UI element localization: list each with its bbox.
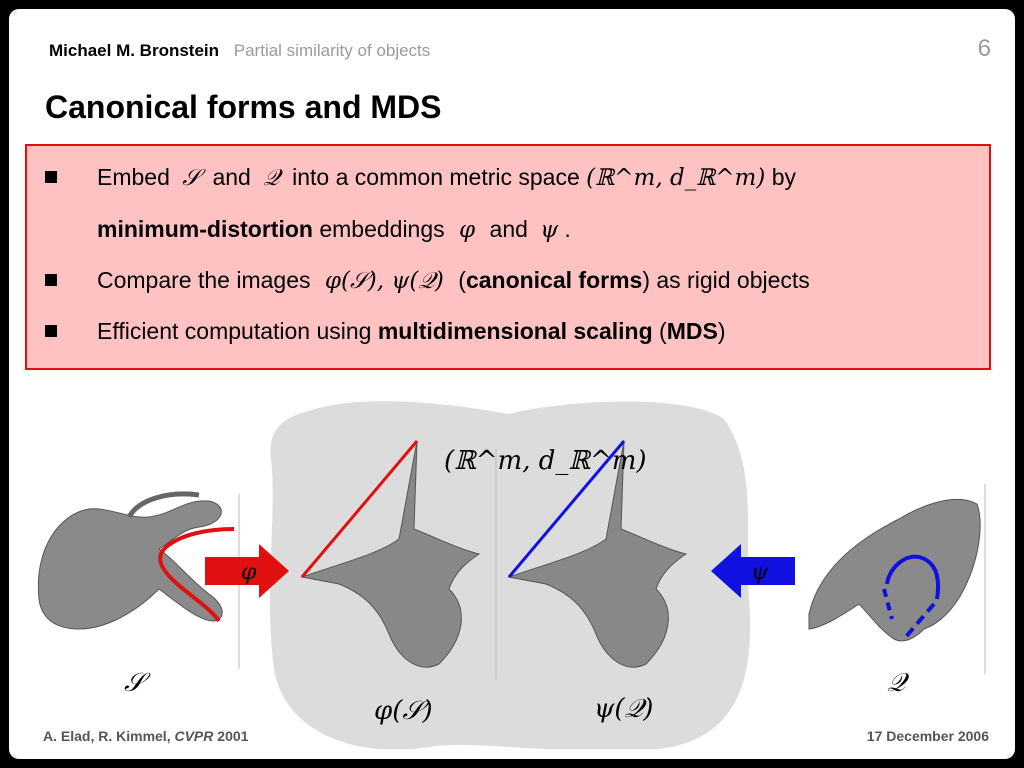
arrow-psi-label: ψ — [751, 560, 769, 585]
math-images: φ(𝒮), ψ(𝒬) — [324, 268, 444, 294]
blue-distance-line — [507, 440, 626, 578]
label-q: 𝒬 — [887, 668, 910, 698]
bullet-square-icon — [45, 325, 57, 337]
red-geodesic-curve — [158, 527, 235, 623]
page-number: 6 — [977, 35, 991, 62]
bold-term: canonical forms — [465, 267, 643, 293]
psi-arrow: ψ — [711, 544, 795, 598]
bullet-box: Embed 𝒮 and 𝒬 into a common metric space… — [25, 144, 991, 370]
math-space: (ℝ^m, d_ℝ^m) — [586, 165, 766, 191]
bold-term: MDS — [666, 318, 718, 344]
bold-term: multidimensional scaling — [377, 318, 653, 344]
slide: Michael M. Bronstein Partial similarity … — [9, 9, 1015, 759]
slide-title: Canonical forms and MDS — [45, 89, 442, 125]
canonical-forms-figure: φ (ℝ^m, d_ℝ^m) ψ 𝒮 𝒬 φ(𝒮) ψ — [37, 401, 986, 749]
hand-shape-s — [37, 491, 235, 630]
canonical-form-s — [300, 440, 481, 668]
math-q: 𝒬 — [263, 165, 280, 191]
label-psi-q: ψ(𝒬) — [594, 694, 653, 724]
footer-citation: A. Elad, R. Kimmel, CVPR 2001 — [43, 728, 249, 744]
label-s: 𝒮 — [124, 668, 151, 698]
bullet-square-icon — [45, 274, 57, 286]
space-label: (ℝ^m, d_ℝ^m) — [444, 446, 647, 476]
bullet-square-icon — [45, 171, 57, 183]
phi-arrow: φ — [205, 544, 289, 598]
canonical-form-q — [507, 440, 688, 668]
hand-shape-q — [808, 498, 981, 642]
label-phi-s: φ(𝒮) — [374, 696, 433, 726]
arrow-phi-label: φ — [241, 560, 257, 585]
footer-date: 17 December 2006 — [866, 728, 989, 744]
author-name: Michael M. Bronstein — [49, 41, 220, 60]
math-phi: φ — [459, 217, 476, 243]
red-distance-line — [300, 440, 419, 578]
bold-term: minimum-distortion — [97, 216, 313, 242]
slide-header: Michael M. Bronstein Partial similarity … — [49, 41, 430, 61]
talk-topic: Partial similarity of objects — [233, 41, 431, 60]
blue-geodesic-curve — [885, 554, 940, 600]
footer-venue: CVPR — [174, 728, 214, 744]
math-s: 𝒮 — [182, 165, 201, 191]
math-psi: ψ — [540, 217, 559, 243]
